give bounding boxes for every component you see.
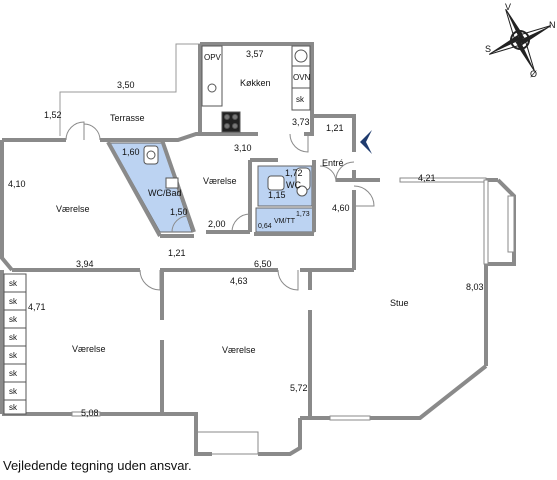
disclaimer-text: Vejledende tegning uden ansvar. <box>3 458 192 473</box>
dim-350: 3,50 <box>117 80 135 90</box>
dim-064: 0,64 <box>258 223 272 230</box>
doors <box>65 121 375 291</box>
room-label-vaerelse-mid: Værelse <box>203 176 237 186</box>
closet-label: sk <box>9 333 18 342</box>
room-label-stue: Stue <box>390 298 409 308</box>
compass-rose-icon <box>488 8 552 72</box>
dim-115: 1,15 <box>268 190 286 200</box>
dim-394: 3,94 <box>76 259 94 269</box>
dim-373: 3,73 <box>292 117 310 127</box>
room-label-vaerelse-bottom-left: Værelse <box>72 344 106 354</box>
dim-471: 4,71 <box>28 302 46 312</box>
terrace-outline <box>59 43 200 136</box>
room-label-wc-bad: WC/Bad <box>148 188 182 198</box>
room-label-kokken: Køkken <box>240 78 271 88</box>
dim-803: 8,03 <box>466 282 484 292</box>
dim-200: 2,00 <box>208 219 226 229</box>
closet-label: sk <box>9 387 18 396</box>
label-sk-kitchen: sk <box>296 95 305 104</box>
room-label-terrasse: Terrasse <box>110 113 145 123</box>
closet-column <box>3 273 27 415</box>
dim-152: 1,52 <box>44 110 62 120</box>
compass-s: S <box>485 44 491 54</box>
dim-121-mid: 1,21 <box>168 248 186 258</box>
bath-fixtures <box>143 145 311 197</box>
room-label-vaerelse-bottom-mid: Værelse <box>222 345 256 355</box>
room-label-entre: Entré <box>322 158 344 168</box>
compass-o: Ø <box>530 69 537 79</box>
dim-150: 1,50 <box>170 207 188 217</box>
dim-572: 5,72 <box>290 383 308 393</box>
room-label-vaerelse-left: Værelse <box>56 204 90 214</box>
closet-label: sk <box>9 297 18 306</box>
closet-label: sk <box>9 315 18 324</box>
dim-172: 1,72 <box>285 168 303 178</box>
windows <box>71 177 515 455</box>
compass-n: N <box>549 20 556 30</box>
dim-310: 3,10 <box>234 143 252 153</box>
closet-label: sk <box>9 279 18 288</box>
dim-160: 1,60 <box>122 147 140 157</box>
dim-357: 3,57 <box>246 49 264 59</box>
closet-label: sk <box>9 351 18 360</box>
label-opv: OPV <box>204 53 222 62</box>
dim-463: 4,63 <box>230 276 248 286</box>
label-vm-tt: VM/TT <box>274 218 296 225</box>
closet-label: sk <box>9 369 18 378</box>
dim-421: 4,21 <box>418 173 436 183</box>
closet-label: sk <box>9 403 18 412</box>
dim-410: 4,10 <box>8 179 26 189</box>
dim-121-top: 1,21 <box>326 123 344 133</box>
entrance-arrow-icon <box>360 130 372 154</box>
kitchen-fixtures <box>201 45 311 133</box>
label-ovn: OVN <box>293 73 311 82</box>
dim-650: 6,50 <box>254 259 272 269</box>
compass-v: V <box>505 2 511 12</box>
dim-508: 5,08 <box>81 408 99 418</box>
dim-173: 1,73 <box>296 211 310 218</box>
room-label-wc: WC <box>286 180 301 190</box>
walls <box>0 42 516 456</box>
dim-460: 4,60 <box>332 203 350 213</box>
